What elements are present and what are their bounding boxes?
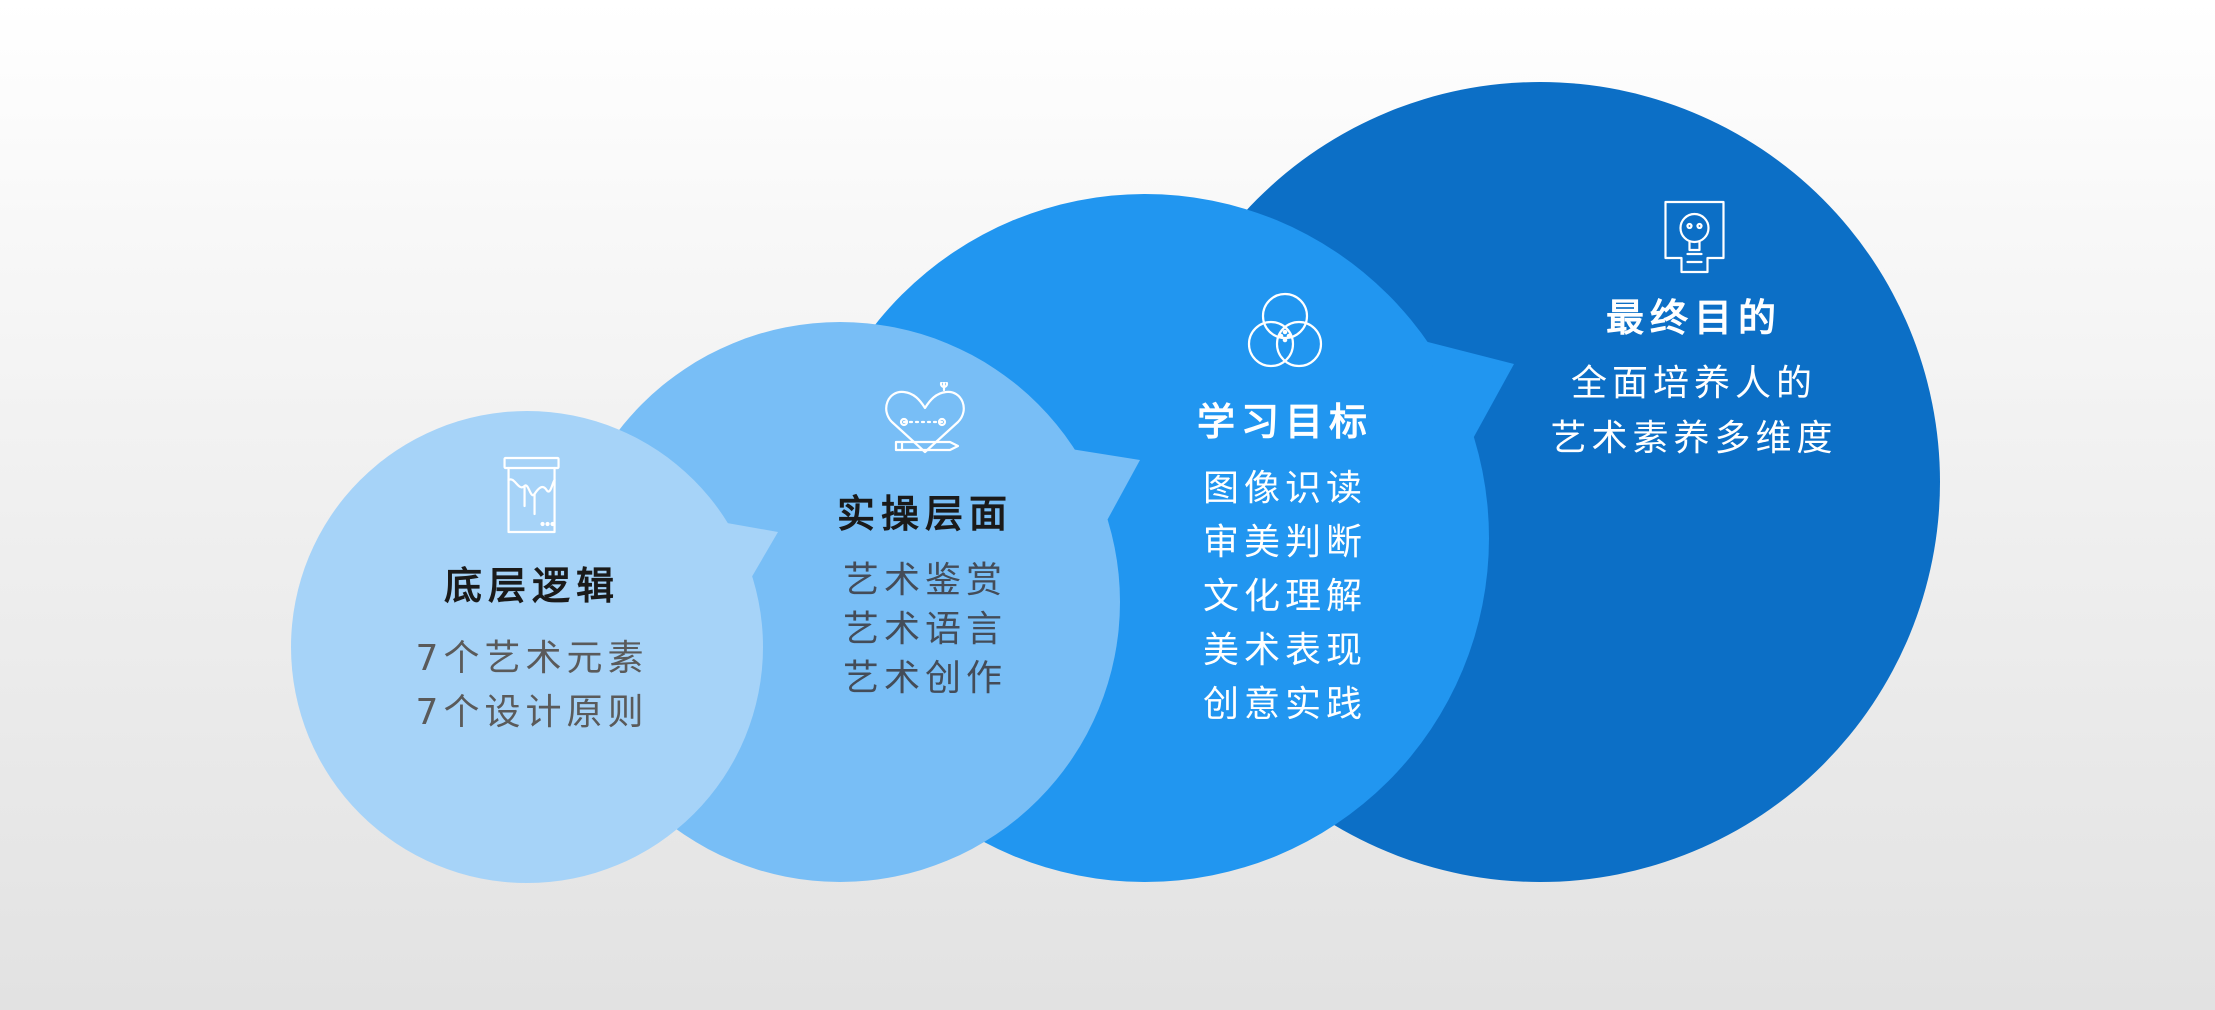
- stage-1-line-1: 7个艺术元素: [415, 637, 649, 679]
- stage-2-line-2: 艺术语言: [842, 608, 1008, 650]
- bubble-3-tail: [1420, 340, 1514, 444]
- stage-2-line-3: 艺术创作: [842, 657, 1008, 699]
- stage-2-title: 实操层面: [836, 492, 1014, 536]
- stage-3-title: 学习目标: [1196, 400, 1374, 444]
- stage-3-block: 学习目标 图像识读 审美判断 文化理解 美术表现 创意实践: [1197, 292, 1373, 732]
- bubble-2-tail: [1052, 446, 1140, 526]
- stage-3-line-2: 审美判断: [1202, 521, 1368, 563]
- stage-3-line-1: 图像识读: [1202, 467, 1368, 509]
- paint-bucket-icon: [503, 456, 561, 534]
- stage-3-line-4: 美术表现: [1202, 629, 1368, 671]
- stage-4-block: 最终目的 全面培养人的 艺术素养多维度: [1550, 198, 1837, 466]
- stage-1-line-2: 7个设计原则: [415, 691, 649, 733]
- stage-3-line-3: 文化理解: [1202, 575, 1368, 617]
- stage-1-block: 底层逻辑 7个艺术元素 7个设计原则: [416, 456, 649, 740]
- stage-4-title: 最终目的: [1605, 296, 1783, 340]
- stage-1-title: 底层逻辑: [443, 564, 620, 608]
- heart-pencil-icon: [885, 382, 965, 454]
- venn-circles-icon: [1247, 292, 1323, 368]
- stage-4-line-1: 全面培养人的: [1570, 362, 1818, 404]
- stage-3-line-5: 创意实践: [1202, 683, 1368, 725]
- stage-4-line-2: 艺术素养多维度: [1550, 417, 1838, 459]
- bubble-1-tail: [710, 520, 778, 580]
- stage-2-block: 实操层面 艺术鉴赏 艺术语言 艺术创作: [837, 382, 1013, 703]
- bubble-1-circle: [291, 411, 763, 883]
- stage-2-line-1: 艺术鉴赏: [842, 559, 1008, 601]
- bubble-1: [291, 411, 778, 883]
- head-idea-icon: [1663, 200, 1725, 274]
